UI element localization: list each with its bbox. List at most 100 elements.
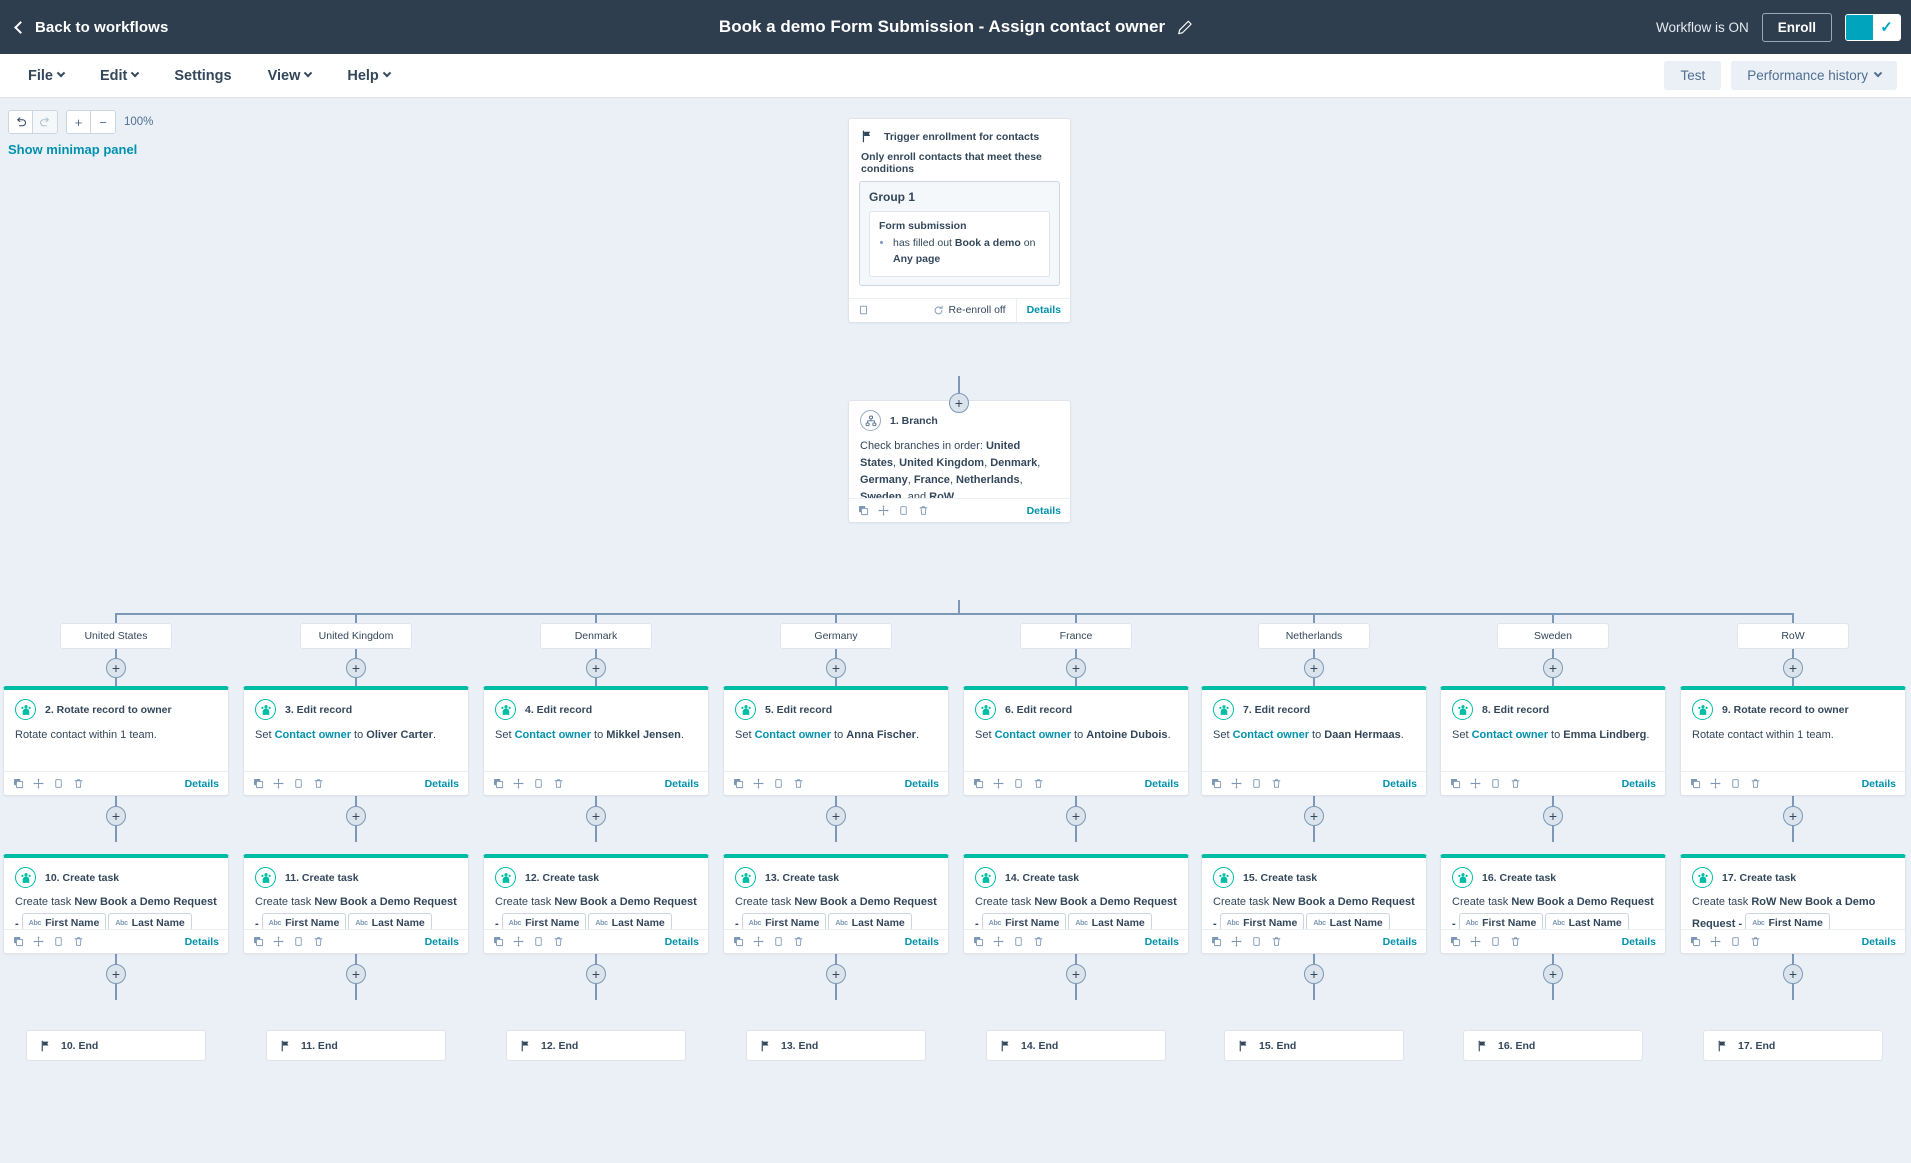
delete-icon[interactable] [793, 778, 804, 789]
add-step-after-task-16[interactable]: + [1543, 964, 1563, 984]
menu-settings[interactable]: Settings [156, 54, 249, 97]
move-icon[interactable] [1710, 936, 1721, 947]
menu-edit[interactable]: Edit [82, 54, 156, 97]
add-step-branch-6[interactable]: + [1304, 658, 1324, 678]
branch-label-france[interactable]: France [1020, 623, 1132, 649]
action-details-link[interactable]: Details [1621, 777, 1656, 790]
add-step-branch-5[interactable]: + [1066, 658, 1086, 678]
delete-icon[interactable] [1510, 778, 1521, 789]
duplicate-icon[interactable] [1730, 936, 1741, 947]
menu-file[interactable]: File [10, 54, 82, 97]
add-step-branch-3[interactable]: + [586, 658, 606, 678]
action-details-link[interactable]: Details [1382, 777, 1417, 790]
copy-icon[interactable] [1450, 778, 1461, 789]
move-icon[interactable] [1710, 778, 1721, 789]
copy-icon[interactable] [1690, 936, 1701, 947]
add-step-after-action-4[interactable]: + [586, 806, 606, 826]
duplicate-icon[interactable] [898, 505, 909, 516]
copy-icon[interactable] [733, 936, 744, 947]
copy-icon[interactable] [1690, 778, 1701, 789]
move-icon[interactable] [513, 778, 524, 789]
delete-icon[interactable] [918, 505, 929, 516]
add-step-branch-4[interactable]: + [826, 658, 846, 678]
add-step-after-task-12[interactable]: + [586, 964, 606, 984]
duplicate-icon[interactable] [1013, 778, 1024, 789]
delete-icon[interactable] [1271, 936, 1282, 947]
delete-icon[interactable] [1750, 936, 1761, 947]
duplicate-icon[interactable] [293, 778, 304, 789]
delete-icon[interactable] [73, 936, 84, 947]
duplicate-icon[interactable] [293, 936, 304, 947]
move-icon[interactable] [1231, 936, 1242, 947]
duplicate-icon[interactable] [1490, 936, 1501, 947]
add-step-after-action-2[interactable]: + [106, 806, 126, 826]
add-step-branch-2[interactable]: + [346, 658, 366, 678]
branch-label-germany[interactable]: Germany [780, 623, 892, 649]
duplicate-icon[interactable] [53, 778, 64, 789]
re-enroll-status[interactable]: Re-enroll off [933, 298, 1017, 322]
add-step-after-task-15[interactable]: + [1304, 964, 1324, 984]
copy-icon[interactable] [1211, 778, 1222, 789]
action-details-link[interactable]: Details [904, 777, 939, 790]
copy-icon[interactable] [1450, 936, 1461, 947]
copy-icon[interactable] [493, 778, 504, 789]
move-icon[interactable] [1470, 936, 1481, 947]
duplicate-icon[interactable] [1730, 778, 1741, 789]
workflow-on-toggle[interactable]: ✓ [1845, 13, 1901, 41]
move-icon[interactable] [273, 778, 284, 789]
add-step-after-task-13[interactable]: + [826, 964, 846, 984]
add-step-after-task-17[interactable]: + [1783, 964, 1803, 984]
test-button[interactable]: Test [1664, 61, 1722, 90]
branch-label-netherlands[interactable]: Netherlands [1258, 623, 1370, 649]
add-step-after-action-7[interactable]: + [1304, 806, 1324, 826]
end-node-16[interactable]: 16. End [1463, 1030, 1643, 1061]
move-icon[interactable] [753, 936, 764, 947]
enroll-button[interactable]: Enroll [1761, 12, 1832, 42]
branch-details-link[interactable]: Details [1026, 504, 1061, 517]
branch-card[interactable]: 1. Branch Check branches in order: Unite… [848, 400, 1071, 523]
zoom-in-button[interactable]: + [67, 111, 91, 133]
duplicate-icon[interactable] [533, 778, 544, 789]
task-details-link[interactable]: Details [904, 935, 939, 948]
move-icon[interactable] [1470, 778, 1481, 789]
move-icon[interactable] [513, 936, 524, 947]
copy-icon[interactable] [733, 778, 744, 789]
copy-icon[interactable] [973, 936, 984, 947]
delete-icon[interactable] [73, 778, 84, 789]
delete-icon[interactable] [313, 778, 324, 789]
move-icon[interactable] [273, 936, 284, 947]
delete-icon[interactable] [313, 936, 324, 947]
add-step-branch-8[interactable]: + [1783, 658, 1803, 678]
add-step-after-trigger[interactable]: + [949, 393, 969, 413]
duplicate-icon[interactable] [1013, 936, 1024, 947]
branch-label-sweden[interactable]: Sweden [1497, 623, 1609, 649]
delete-icon[interactable] [1750, 778, 1761, 789]
end-node-11[interactable]: 11. End [266, 1030, 446, 1061]
add-step-after-task-14[interactable]: + [1066, 964, 1086, 984]
clone-icon[interactable] [858, 304, 869, 316]
branch-label-united-kingdom[interactable]: United Kingdom [300, 623, 412, 649]
add-step-after-task-11[interactable]: + [346, 964, 366, 984]
end-node-12[interactable]: 12. End [506, 1030, 686, 1061]
end-node-10[interactable]: 10. End [26, 1030, 206, 1061]
copy-icon[interactable] [13, 778, 24, 789]
duplicate-icon[interactable] [1251, 778, 1262, 789]
add-step-after-action-6[interactable]: + [1066, 806, 1086, 826]
end-node-17[interactable]: 17. End [1703, 1030, 1883, 1061]
branch-label-row[interactable]: RoW [1737, 623, 1849, 649]
copy-icon[interactable] [13, 936, 24, 947]
back-to-workflows-link[interactable]: Back to workflows [14, 19, 168, 36]
action-details-link[interactable]: Details [664, 777, 699, 790]
add-step-after-action-8[interactable]: + [1543, 806, 1563, 826]
add-step-after-action-9[interactable]: + [1783, 806, 1803, 826]
